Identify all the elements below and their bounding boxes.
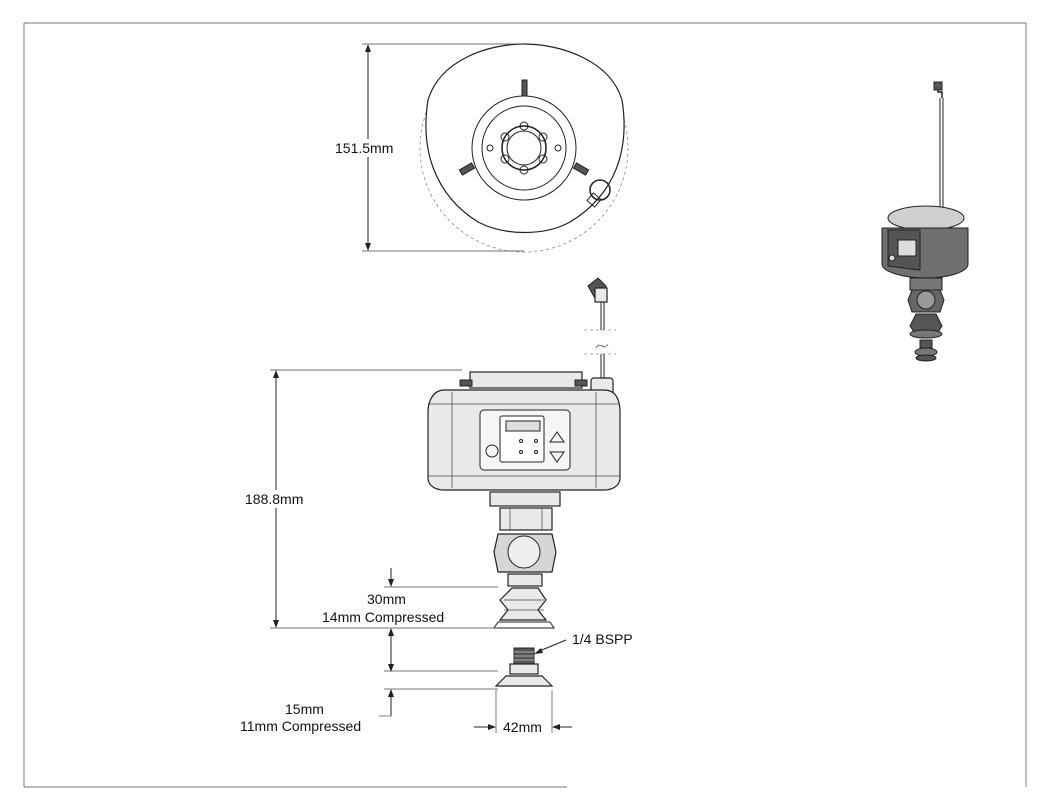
arrow-down-icon [549,451,565,463]
arrow-up-icon [549,431,565,443]
power-button [485,444,499,458]
dim-label-overall-height: 188.8mm [245,491,303,507]
dim-label-cup-large: 30mm [367,591,406,607]
suction-cup-large [493,587,555,629]
dim-cup-diameter: 42mm [474,690,572,735]
suction-cup-small [494,647,554,687]
cable-plug-icon [584,277,616,401]
dim-top-width: 151.5mm [333,43,524,252]
dim-label-top-width: 151.5mm [335,140,393,156]
drawing-frame [23,22,1027,788]
top-view [419,43,629,253]
connector-icon [586,179,611,208]
dim-cup-large: 30mm 14mm Compressed [322,568,498,625]
dim-label-cup-large-compressed: 14mm Compressed [322,609,444,625]
front-view [427,277,621,687]
dim-label-cup-small-compressed: 11mm Compressed [240,718,361,734]
dim-label-cup-diameter: 42mm [503,719,542,735]
dim-overall-height: 188.8mm [243,369,498,629]
isometric-view [881,81,969,362]
thread-callout: 1/4 BSPP [534,631,633,654]
display-screen [505,420,541,432]
dim-label-cup-small: 15mm [285,701,324,717]
thread-label: 1/4 BSPP [572,631,633,647]
dim-cup-small: 15mm 11mm Compressed [240,628,498,734]
